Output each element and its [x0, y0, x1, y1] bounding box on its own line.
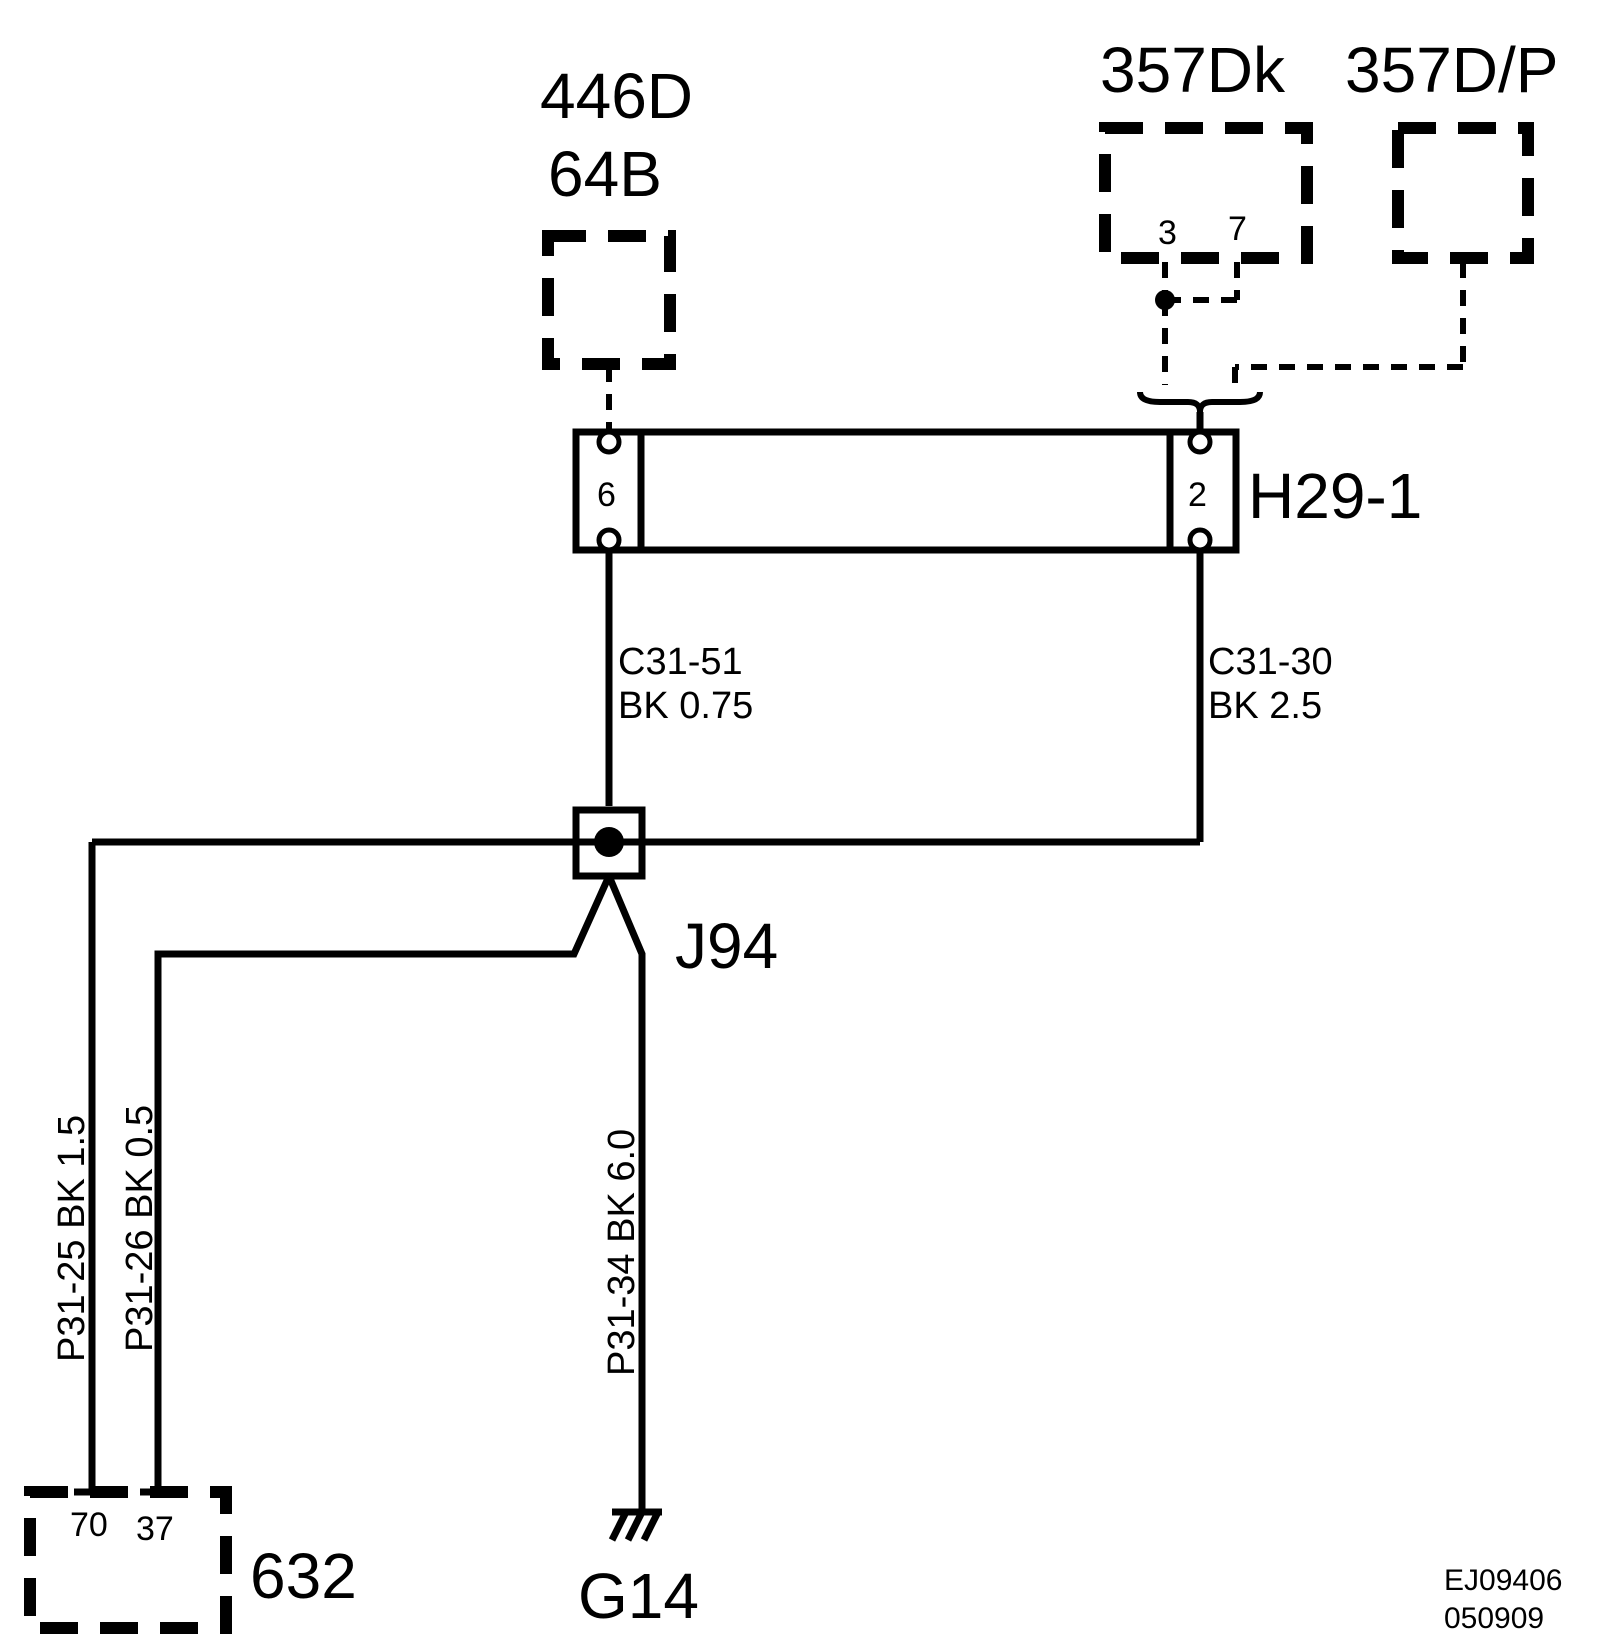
component-632-pin-37: 37: [136, 1510, 174, 1548]
splice-j94-dot: [594, 827, 624, 857]
connector-h29-pin-2: 2: [1188, 476, 1207, 514]
brace-symbol: [1137, 391, 1263, 413]
component-357dk-pin-3: 3: [1158, 214, 1177, 252]
component-446d-box: [542, 230, 676, 370]
component-357dk-box: [1099, 122, 1313, 264]
wire-p31-26-label: P31-26 BK 0.5: [119, 1105, 161, 1352]
ground-g14-icon: [608, 1508, 662, 1542]
connector-h29-label: H29-1: [1248, 460, 1422, 532]
dashed-wires-357: [1155, 262, 1466, 385]
component-357dk-label: 357Dk: [1100, 34, 1286, 106]
wire-c31-30-spec: BK 2.5: [1208, 685, 1322, 727]
splice-j94-label: J94: [675, 910, 778, 982]
connector-h29-1: [572, 428, 1240, 554]
reference-date: 050909: [1444, 1602, 1544, 1635]
pin-6-top-terminal: [596, 429, 622, 455]
component-357dk-pin-7: 7: [1228, 210, 1247, 248]
pin-2-bottom-terminal: [1187, 527, 1213, 553]
pin-6-bottom-terminal: [596, 527, 622, 553]
wire-p31-34-label: P31-34 BK 6.0: [601, 1129, 643, 1376]
wire-p31-25-label: P31-25 BK 1.5: [51, 1115, 93, 1362]
wire-c31-30-circuit: C31-30: [1208, 641, 1333, 683]
component-357dp-box: [1392, 122, 1534, 264]
component-64b-label: 64B: [548, 138, 662, 210]
reference-code: EJ09406: [1444, 1564, 1562, 1597]
wire-c31-51-spec: BK 0.75: [618, 685, 753, 727]
component-632-box: [24, 1486, 232, 1634]
ground-g14-label: G14: [578, 1560, 699, 1632]
wire-p31-34: [605, 874, 646, 1512]
wire-p31-26: [154, 874, 613, 1490]
component-632-pin-70: 70: [70, 1506, 108, 1544]
component-632-label: 632: [250, 1540, 357, 1612]
wire-c31-51-circuit: C31-51: [618, 641, 743, 683]
component-357dp-label: 357D/P: [1345, 34, 1558, 106]
connector-h29-pin-6: 6: [597, 476, 616, 514]
pin-2-top-terminal: [1187, 429, 1213, 455]
component-446d-label: 446D: [540, 60, 693, 132]
